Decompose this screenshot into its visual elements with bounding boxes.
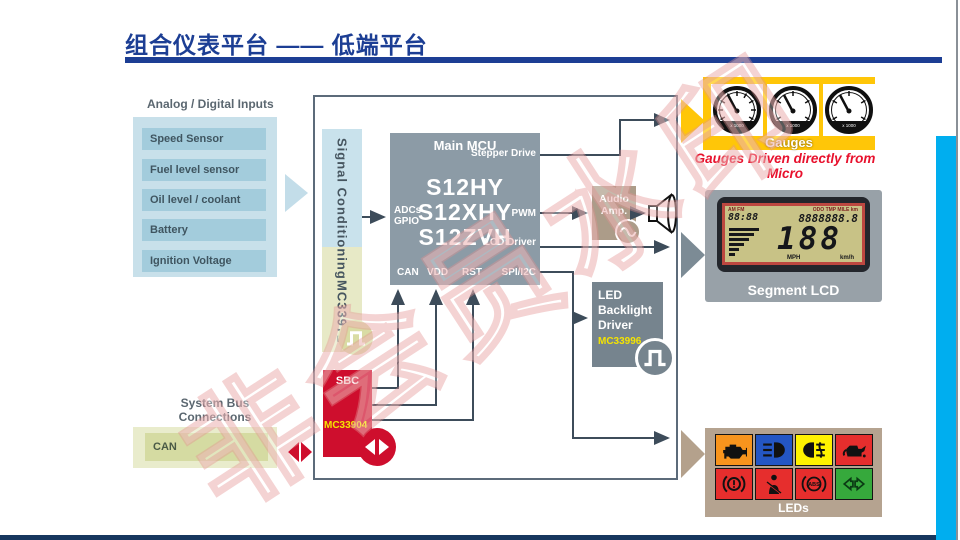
double-arrow-icon <box>358 428 396 466</box>
chevron-right-icon <box>681 232 705 278</box>
turn-signal-icon <box>835 468 873 500</box>
title-underline <box>125 57 942 63</box>
leds-output: ABS LEDs <box>705 428 882 517</box>
mcu-pin-vdd: VDD <box>427 267 449 278</box>
chevron-right-icon <box>681 99 705 143</box>
gauges-output: x 1000 x 1000 <box>703 77 875 150</box>
engine-warning-icon <box>715 434 753 466</box>
mcu-chip-s12hy: S12HY <box>426 174 504 200</box>
segment-lcd-output: AM FM ODO TMP MILE km 88:88 8888888.8 18… <box>705 190 882 302</box>
seatbelt-icon <box>755 468 793 500</box>
input-battery: Battery <box>142 219 266 241</box>
input-speed-sensor: Speed Sensor <box>142 128 266 150</box>
sbc-label: SBC <box>335 375 360 387</box>
lcd-bezel: AM FM ODO TMP MILE km 88:88 8888888.8 18… <box>717 197 870 272</box>
bottom-bar <box>0 535 943 540</box>
mcu-pin-spi: SPI/I2C <box>501 267 536 278</box>
mcu-title: Main MCU <box>433 138 497 153</box>
lcd-top-right-labels: ODO TMP MILE km <box>812 207 858 213</box>
signal-conditioning-block: Signal Conditioning MC33972 <box>322 129 362 352</box>
input-oil-coolant: Oil level / coolant <box>142 189 266 211</box>
abs-icon: ABS <box>795 468 833 500</box>
lcd-clock: 88:88 <box>728 212 759 223</box>
gauges-caption: Gauges Driven directly from Micro <box>694 151 876 181</box>
svg-text:x 1000: x 1000 <box>786 123 800 128</box>
oil-pressure-icon <box>835 434 873 466</box>
page-title: 组合仪表平台 —— 低端平台 <box>125 32 428 58</box>
gauges-label: Gauges <box>765 135 813 150</box>
bus-can: CAN <box>145 433 268 461</box>
can-double-arrow-icon <box>288 442 299 462</box>
mcu-pin-adc: ADCs GPIO <box>394 205 422 227</box>
svg-text:x 1000: x 1000 <box>842 123 856 128</box>
lcd-top-left-labels: AM FM <box>728 207 745 213</box>
mcu-pin-pwm: PWM <box>511 208 536 219</box>
bus-header: System Bus Connections <box>178 396 252 424</box>
mcu-pin-lcd: LCD Driver <box>483 237 536 248</box>
high-beam-icon <box>755 434 793 466</box>
pulse-wave-icon <box>635 338 675 378</box>
rear-fog-icon <box>795 434 833 466</box>
cyan-side-bar <box>936 136 956 540</box>
signal-conditioning-label: Signal Conditioning <box>334 137 350 280</box>
input-ignition: Ignition Voltage <box>142 250 266 272</box>
mcu-chip-s12zvh: S12ZVH <box>418 224 512 250</box>
mcu-pin-stepper: Stepper Drive <box>470 148 536 159</box>
brake-warning-icon <box>715 468 753 500</box>
lcd-fuel-gauge-icon <box>728 226 762 258</box>
chevron-right-icon <box>285 174 308 212</box>
lcd-odometer: 8888888.8 <box>798 212 858 225</box>
bus-panel: CAN <box>133 427 277 468</box>
led-driver-part: MC33996 <box>598 336 642 347</box>
lcd-unit-mph: MPH <box>787 255 801 261</box>
sine-wave-icon <box>615 219 641 245</box>
inputs-panel: Speed Sensor Fuel level sensor Oil level… <box>133 117 277 277</box>
led-warning-grid: ABS <box>715 434 873 500</box>
lcd-screen: AM FM ODO TMP MILE km 88:88 8888888.8 18… <box>722 203 865 265</box>
gauge-icon: x 1000 <box>823 84 875 136</box>
svg-text:x 1000: x 1000 <box>730 123 744 128</box>
can-double-arrow-icon <box>301 442 312 462</box>
main-mcu-block: Main MCU Stepper Drive S12HY S12XHY S12Z… <box>390 133 540 285</box>
leds-label: LEDs <box>778 501 809 515</box>
mcu-chip-s12xhy: S12XHY <box>417 199 513 225</box>
input-fuel-sensor: Fuel level sensor <box>142 159 266 181</box>
inputs-header: Analog / Digital Inputs <box>147 97 274 111</box>
segment-lcd-label: Segment LCD <box>747 282 840 298</box>
mcu-pin-rst: RST <box>462 267 482 278</box>
mcu-pin-can: CAN <box>397 267 419 278</box>
sbc-part: MC33904 <box>324 420 368 431</box>
chevron-right-icon <box>681 430 705 478</box>
slide-edge-line <box>956 0 958 540</box>
gauge-icon: x 1000 <box>767 84 819 136</box>
svg-text:ABS: ABS <box>808 482 820 488</box>
lcd-unit-kmh: km/h <box>839 255 854 261</box>
pulse-wave-icon <box>338 320 373 355</box>
speaker-icon <box>648 191 678 236</box>
led-driver-label: LED Backlight Driver <box>598 288 653 332</box>
gauge-icon: x 1000 <box>711 84 763 136</box>
lcd-speed-value: 188 <box>777 221 842 257</box>
